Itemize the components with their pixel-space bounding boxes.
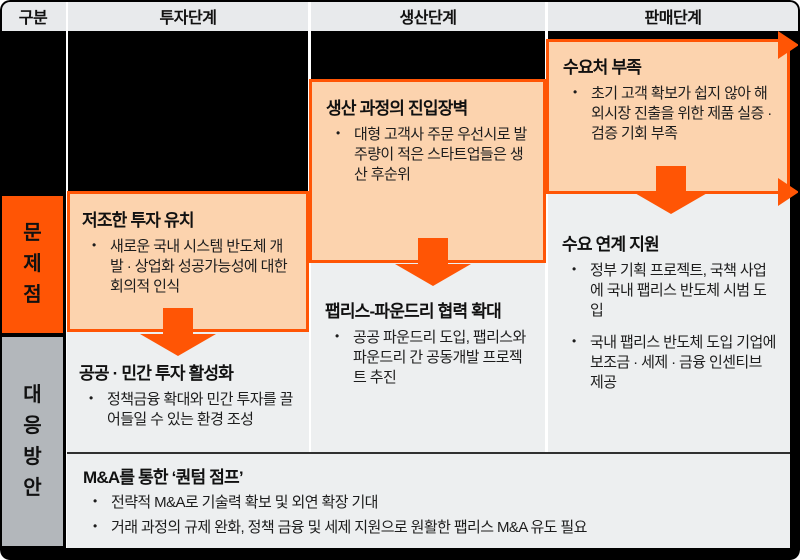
problem-sales-bullet: 초기 고객 확보가 쉽지 않아 해외시장 진출을 위한 제품 실증 · 검증 기… [563,84,773,144]
solution-sales-title: 수요 연계 지원 [562,235,660,254]
header-cell-production: 생산단계 [311,0,545,31]
redacted-band-sales [548,31,800,40]
mna-title: M&A를 통한 ‘퀀텀 점프’ [83,468,244,487]
row-label-solution: 대응방안 [2,337,63,546]
solution-production-title: 팹리스-파운드리 협력 확대 [325,302,502,321]
problem-investment-title: 저조한 투자 유치 [82,211,195,230]
down-arrow-head-investment [140,334,216,356]
row-label-problem: 문제점 [2,196,63,333]
row-label-problem-text: 문제점 [23,222,42,306]
redacted-right-edge [790,31,800,548]
right-arrow-icon-bottom [778,178,799,206]
down-arrow-head-sales [633,192,709,214]
solution-sales-bullet-1: 정부 기획 프로젝트, 국책 사업에 국내 팹리스 반도체 시범 도입 [562,261,776,321]
solution-sales-bullet-2: 국내 팹리스 반도체 도입 기업에 보조금 · 세제 · 금융 인센티브 제공 [562,333,776,393]
problem-production-bullet: 대형 고객사 주문 우선시로 발주량이 적은 스타트업들은 생산 후순위 [326,125,529,185]
problem-box-production: 생산 과정의 진입장벽 대형 고객사 주문 우선시로 발주량이 적은 스타트업들… [309,79,546,263]
solution-investment-title: 공공 · 민간 투자 활성화 [79,364,234,383]
solution-box-production: 팹리스-파운드리 협력 확대 공공 파운드리 도입, 팹리스와 파운드리 간 공… [311,263,545,452]
header-cell-category: 구분 [0,0,66,31]
redacted-block-investment [68,31,308,191]
down-arrow-head-production [395,264,471,286]
problem-production-title: 생산 과정의 진입장벽 [326,99,468,118]
header-cell-sales: 판매단계 [548,0,798,31]
mna-section: M&A를 통한 ‘퀀텀 점프’ 전략적 M&A로 기술력 확보 및 외연 확장 … [67,452,790,548]
solution-box-sales: 수요 연계 지원 정부 기획 프로젝트, 국책 사업에 국내 팹리스 반도체 시… [548,194,790,452]
problem-investment-bullet: 새로운 국내 시스템 반도체 개발 · 상업화 성공가능성에 대한 회의적 인식 [82,237,294,297]
row-label-solution-text: 대응방안 [23,383,42,499]
down-arrow-icon-investment [163,308,193,334]
down-arrow-icon-production [418,238,448,264]
right-arrow-icon-top [778,31,799,59]
redacted-block-production [311,31,545,79]
solution-production-bullet: 공공 파운드리 도입, 팹리스와 파운드리 간 공동개발 프로젝트 추진 [325,328,531,388]
mna-bullet-1: 전략적 M&A로 기술력 확보 및 외연 확장 기대 [83,493,774,513]
mna-bullet-2: 거래 과정의 규제 완화, 정책 금융 및 세제 지원으로 원활한 팹리스 M&… [83,518,774,538]
solution-investment-bullet: 정책금융 확대와 민간 투자를 끌어들일 수 있는 환경 조성 [79,390,297,430]
down-arrow-icon-sales [656,166,686,192]
problem-sales-title: 수요처 부족 [563,58,642,77]
header-cell-investment: 투자단계 [68,0,308,31]
